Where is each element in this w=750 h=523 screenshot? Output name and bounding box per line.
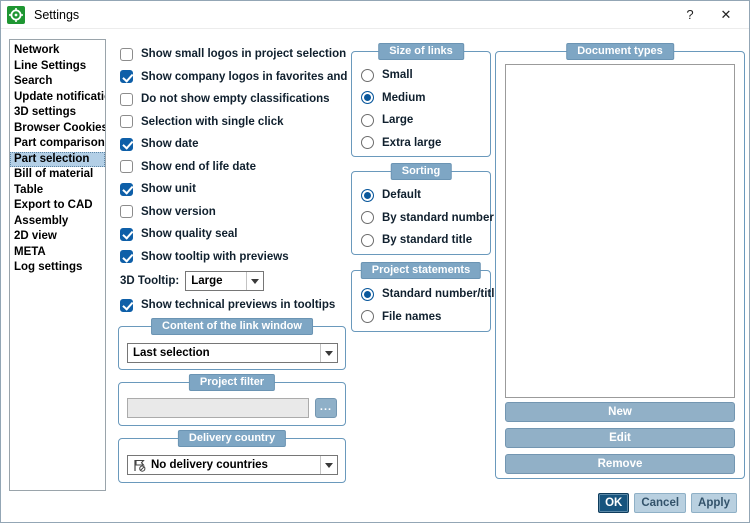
radio-label: Medium	[382, 91, 426, 104]
link-window-content-value: Last selection	[133, 347, 210, 359]
radio-label: By standard title	[382, 234, 473, 247]
dropdown-arrow-icon	[320, 344, 337, 362]
settings-gear-icon	[7, 5, 25, 24]
size-of-links-group-title: Size of links	[378, 43, 464, 60]
edit-button[interactable]: Edit	[505, 428, 735, 448]
link-window-content-select[interactable]: Last selection	[127, 343, 338, 363]
checkbox-label: Show quality seal	[141, 228, 238, 241]
settings-category-list: Network Line Settings Search Update noti…	[9, 39, 106, 491]
radio-large[interactable]	[361, 113, 374, 127]
cancel-button[interactable]: Cancel	[634, 493, 687, 513]
dialog-footer: OK Cancel Apply	[598, 493, 737, 513]
checkbox-single-click-selection[interactable]	[120, 115, 133, 129]
project-filter-input[interactable]	[127, 398, 309, 418]
link-window-group-title: Content of the link window	[151, 318, 313, 335]
radio-small[interactable]	[361, 68, 374, 82]
radio-medium[interactable]	[361, 91, 374, 105]
browse-button[interactable]: ...	[315, 398, 337, 418]
radio-label: Default	[382, 189, 421, 202]
document-types-group: Document types New Edit Remove	[495, 43, 745, 479]
delivery-country-select[interactable]: No delivery countries	[127, 455, 338, 475]
checkbox-show-tooltip-previews[interactable]	[120, 250, 133, 264]
sidebar-item-part-comparison[interactable]: Part comparison	[14, 137, 105, 149]
radio-label: Large	[382, 114, 414, 127]
radio-label: By standard number	[382, 211, 494, 224]
checkbox-show-small-logos[interactable]	[120, 47, 133, 61]
checkbox-show-quality-seal[interactable]	[120, 227, 133, 241]
radio-label: Extra large	[382, 136, 442, 149]
sidebar-item-search[interactable]: Search	[14, 75, 53, 87]
radio-standard-number-title[interactable]	[361, 287, 374, 301]
sidebar-item-browser-cookies[interactable]: Browser Cookies	[14, 121, 105, 134]
checkbox-show-company-logos[interactable]	[120, 70, 133, 84]
apply-button[interactable]: Apply	[691, 493, 737, 513]
tooltip-3d-select[interactable]: Large	[185, 271, 265, 291]
tooltip-3d-label: 3D Tooltip:	[120, 275, 180, 287]
checkbox-label: Show company logos in favorites and link…	[141, 70, 377, 83]
project-statements-group-title: Project statements	[360, 262, 482, 279]
sidebar-item-2d-view[interactable]: 2D view	[14, 230, 57, 242]
no-delivery-flag-icon	[134, 459, 146, 472]
checkbox-show-date[interactable]	[120, 137, 133, 151]
window-title: Settings	[34, 7, 80, 22]
radio-label: File names	[382, 310, 442, 323]
tooltip-3d-value: Large	[191, 275, 223, 287]
help-button[interactable]: ?	[686, 7, 694, 22]
checkbox-label: Show tooltip with previews	[141, 250, 289, 263]
checkbox-show-technical-previews[interactable]	[120, 298, 133, 312]
checkbox-label: Show small logos in project selection	[141, 48, 347, 61]
radio-label: Standard number/title	[382, 288, 501, 301]
project-statements-group: Project statements Standard number/title…	[351, 262, 501, 332]
ok-button[interactable]: OK	[598, 493, 630, 513]
link-window-group: Content of the link window Last selectio…	[118, 318, 346, 370]
sidebar-item-table[interactable]: Table	[14, 183, 44, 196]
sorting-group-title: Sorting	[390, 163, 452, 180]
sidebar-item-part-selection[interactable]: Part selection	[10, 151, 105, 167]
size-of-links-group: Size of links Small Medium Large Extra l…	[351, 43, 491, 157]
dropdown-arrow-icon	[246, 272, 263, 290]
new-button[interactable]: New	[505, 402, 735, 422]
dropdown-arrow-icon	[320, 456, 337, 474]
sidebar-item-3d-settings[interactable]: 3D settings	[14, 106, 76, 118]
document-types-list[interactable]	[505, 64, 735, 398]
checkbox-label: Show end of life date	[141, 160, 257, 173]
checkbox-show-unit[interactable]	[120, 182, 133, 196]
checkbox-label: Show technical previews in tooltips	[141, 299, 336, 312]
part-selection-options: Show small logos in project selection Sh…	[120, 43, 377, 317]
radio-sort-default[interactable]	[361, 188, 374, 202]
sidebar-item-meta[interactable]: META	[14, 245, 46, 258]
delivery-country-group: Delivery country No delivery countries	[118, 430, 346, 483]
delivery-country-value: No delivery countries	[151, 459, 268, 471]
checkbox-hide-empty-classifications[interactable]	[120, 92, 133, 106]
checkbox-show-version[interactable]	[120, 205, 133, 219]
checkbox-label: Show version	[141, 205, 216, 218]
titlebar: Settings ? ✕	[1, 1, 749, 29]
radio-sort-standard-title[interactable]	[361, 233, 374, 247]
delivery-country-group-title: Delivery country	[177, 430, 287, 447]
document-types-group-title: Document types	[566, 43, 674, 60]
sidebar-item-log-settings[interactable]: Log settings	[14, 261, 83, 273]
radio-label: Small	[382, 69, 413, 82]
checkbox-label: Show unit	[141, 183, 196, 196]
remove-button[interactable]: Remove	[505, 454, 735, 474]
close-button[interactable]: ✕	[720, 6, 732, 22]
sidebar-item-bill-of-material[interactable]: Bill of material	[14, 168, 94, 180]
project-filter-group-title: Project filter	[188, 374, 276, 391]
sidebar-item-update-notification[interactable]: Update notification	[14, 90, 105, 103]
sidebar-item-assembly[interactable]: Assembly	[14, 214, 69, 227]
sidebar-item-line-settings[interactable]: Line Settings	[14, 59, 87, 72]
radio-sort-standard-number[interactable]	[361, 211, 374, 225]
sidebar-item-export-to-cad[interactable]: Export to CAD	[14, 199, 93, 211]
project-filter-group: Project filter ...	[118, 374, 346, 426]
checkbox-show-end-of-life-date[interactable]	[120, 160, 133, 174]
checkbox-label: Show date	[141, 138, 199, 151]
checkbox-label: Selection with single click	[141, 115, 284, 128]
radio-file-names[interactable]	[361, 310, 374, 324]
checkbox-label: Do not show empty classifications	[141, 93, 330, 106]
sidebar-item-network[interactable]: Network	[14, 44, 60, 56]
sorting-group: Sorting Default By standard number By st…	[351, 163, 494, 255]
radio-extra-large[interactable]	[361, 136, 374, 150]
